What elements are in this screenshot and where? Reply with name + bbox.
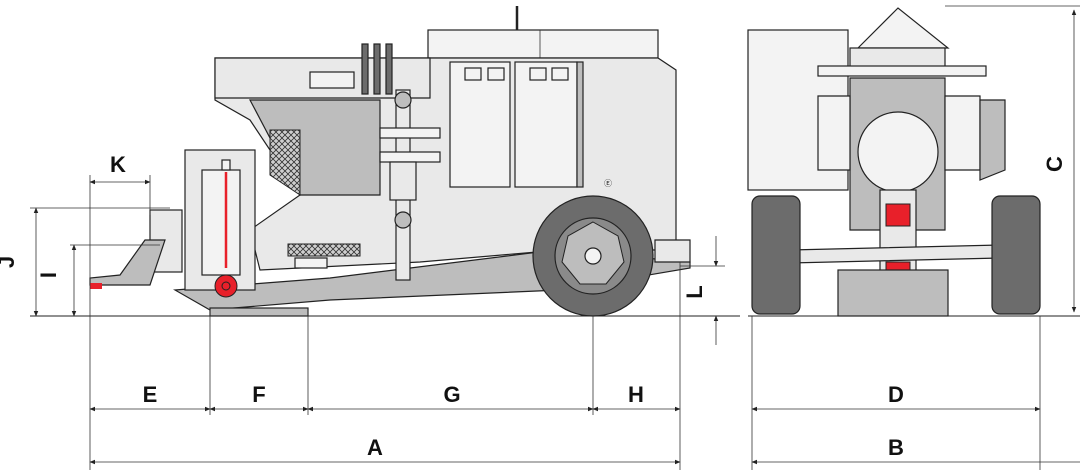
- front-drum: [857, 111, 939, 193]
- front-axle: [789, 244, 1001, 264]
- lifting-hook: [856, 7, 950, 49]
- label-k: K: [110, 152, 126, 177]
- cabinet-left: [449, 61, 511, 188]
- skid-foot: [209, 307, 309, 317]
- label-d: D: [888, 382, 904, 407]
- cylinder: [389, 161, 417, 201]
- svg-text:Ⓔ: Ⓔ: [604, 179, 612, 188]
- red-pivot: [214, 274, 238, 298]
- label-i: I: [36, 272, 61, 278]
- vent-grating: [287, 243, 361, 257]
- red-block-top: [885, 203, 911, 227]
- label-a: A: [367, 435, 383, 460]
- tow-tip: [90, 283, 102, 289]
- tow-bar: [89, 239, 166, 286]
- front-base: [837, 269, 949, 317]
- control-panel: [309, 71, 355, 89]
- mesh-grille: [269, 129, 301, 196]
- label-e: E: [143, 382, 158, 407]
- dimension-lines: [30, 5, 1080, 470]
- front-left-wheel: [751, 195, 801, 315]
- cabinet-right: [514, 61, 578, 188]
- front-right-wheel: [991, 195, 1041, 315]
- side-view: Ⓔ: [30, 6, 740, 317]
- lever: [361, 43, 369, 95]
- label-f: F: [252, 382, 265, 407]
- label-j: J: [0, 256, 19, 268]
- dimension-labels: E F G H A D B K J I L C: [0, 152, 1067, 460]
- roof-box: [427, 29, 659, 59]
- label-h: H: [628, 382, 644, 407]
- front-view: [747, 7, 1080, 317]
- label-b: B: [888, 435, 904, 460]
- label-g: G: [443, 382, 460, 407]
- label-c: C: [1042, 156, 1067, 172]
- label-l: L: [682, 285, 707, 298]
